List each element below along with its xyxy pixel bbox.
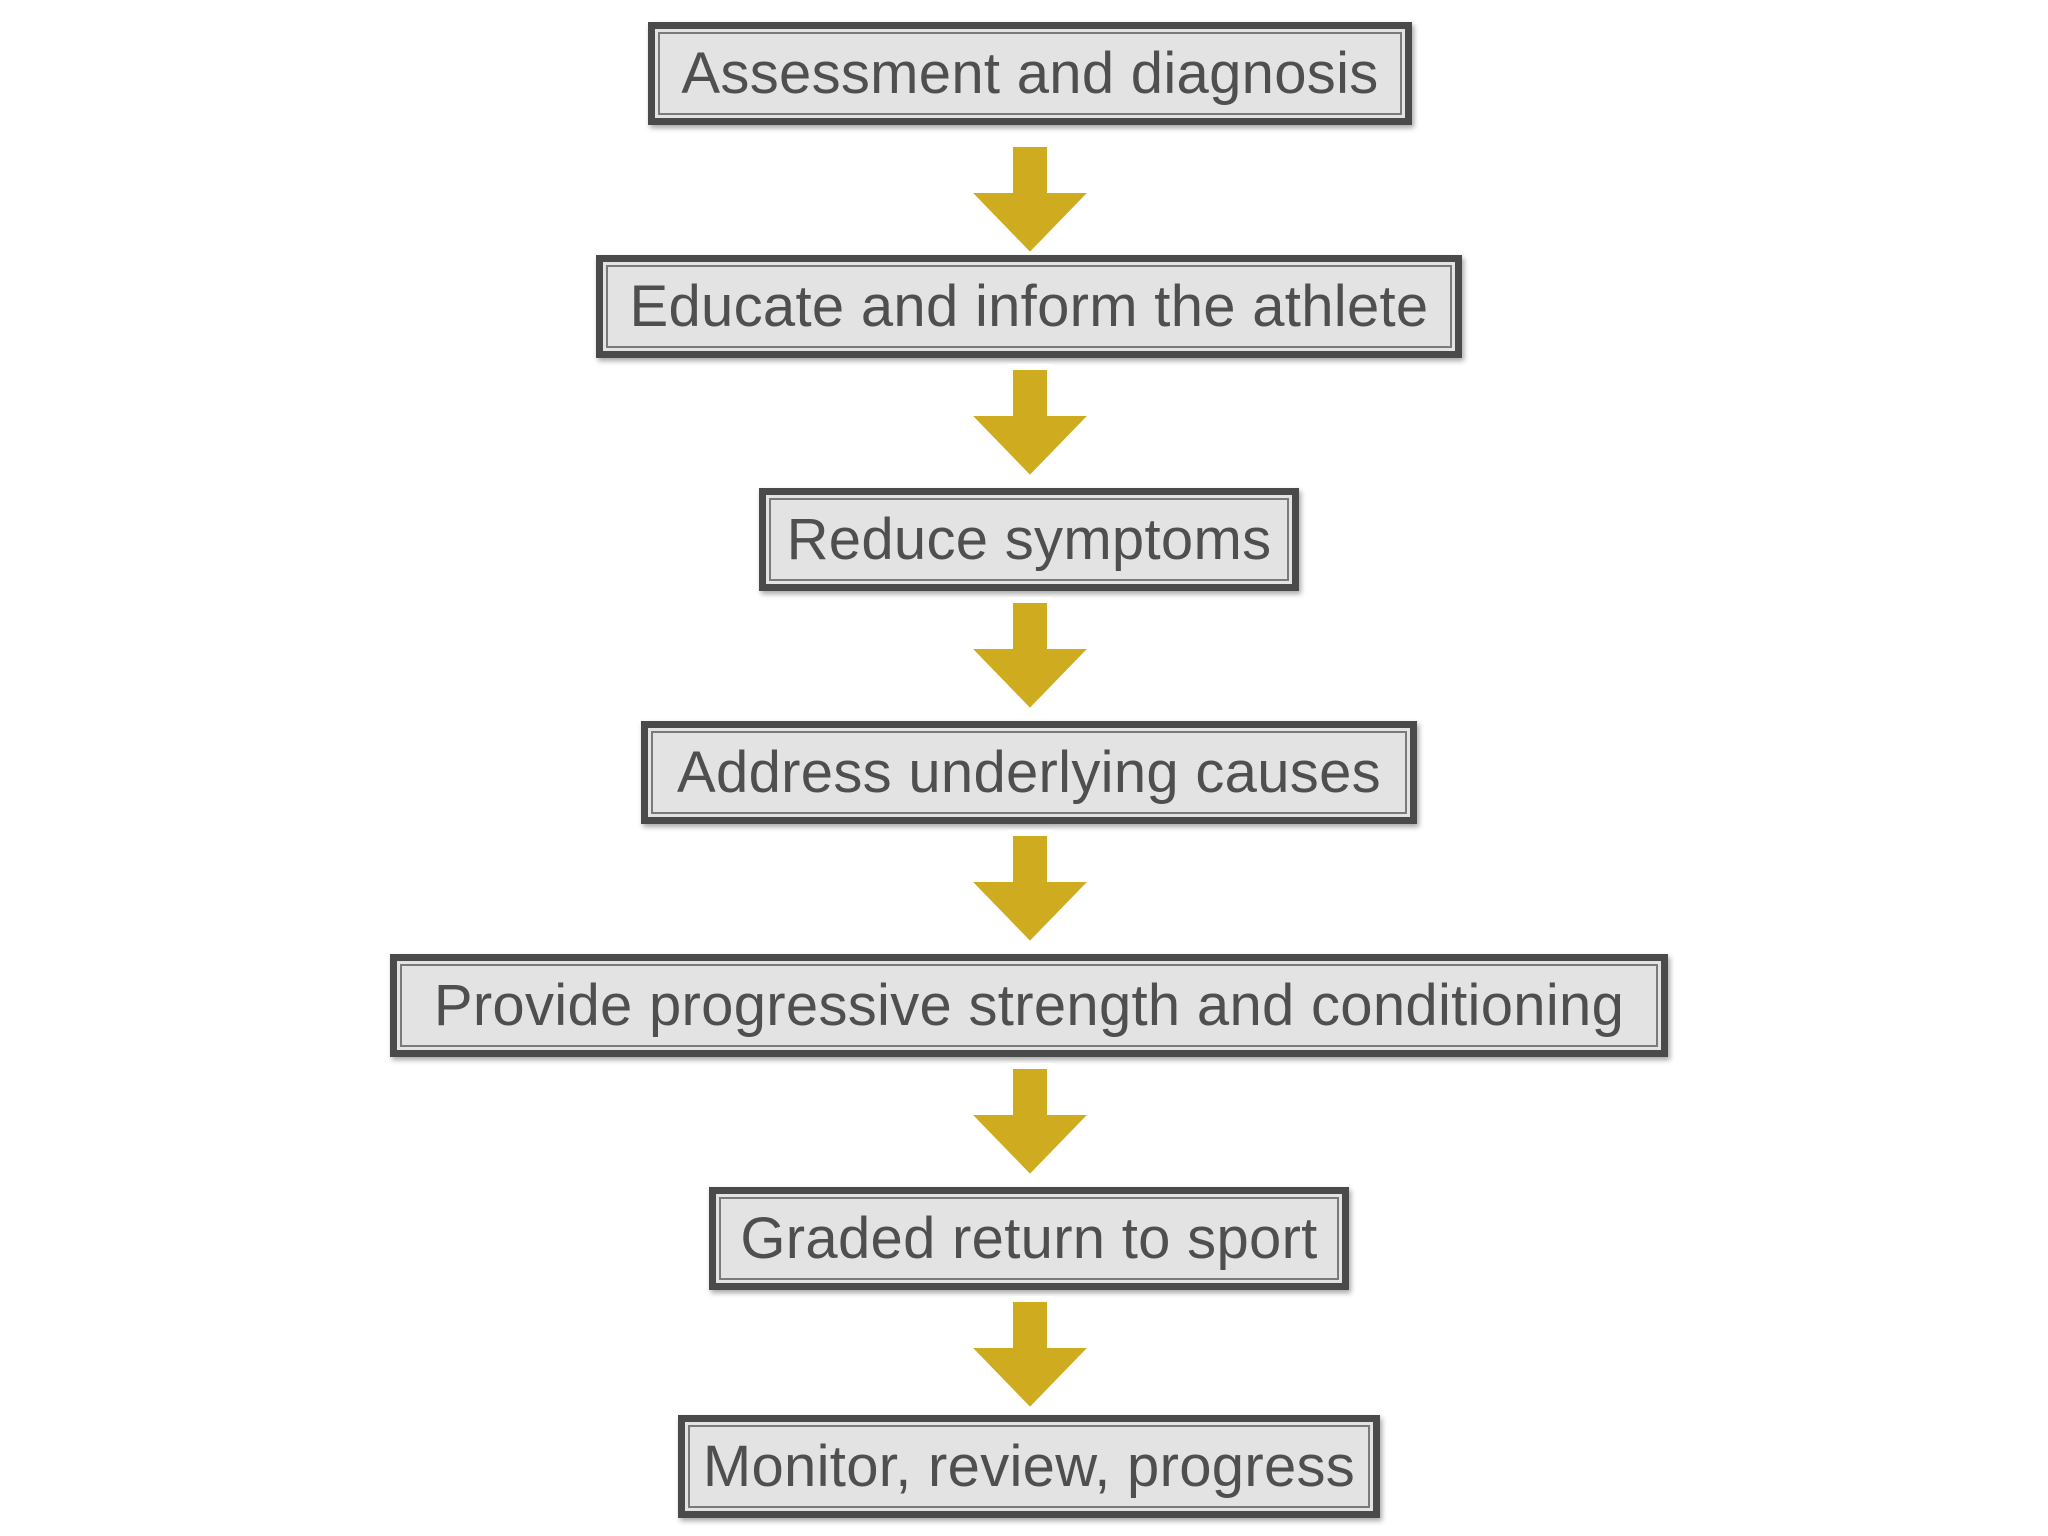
step-label: Monitor, review, progress [702, 1434, 1356, 1499]
step-label: Assessment and diagnosis [681, 41, 1379, 106]
down-arrow-icon [960, 364, 1100, 483]
step-label: Address underlying causes [677, 740, 1381, 805]
down-arrow-icon [960, 1296, 1100, 1415]
step-assessment-box: Assessment and diagnosis [648, 22, 1412, 125]
step-return-to-sport-box: Graded return to sport [709, 1187, 1349, 1290]
down-arrow-icon [960, 141, 1100, 260]
down-arrow-icon [960, 1063, 1100, 1182]
step-label: Reduce symptoms [786, 507, 1272, 572]
down-arrow-icon [960, 597, 1100, 716]
step-label: Educate and inform the athlete [629, 274, 1429, 339]
step-label: Graded return to sport [740, 1206, 1318, 1271]
step-underlying-causes-box: Address underlying causes [641, 721, 1417, 824]
step-label: Provide progressive strength and conditi… [433, 973, 1625, 1038]
step-reduce-symptoms-box: Reduce symptoms [759, 488, 1299, 591]
down-arrow-icon [960, 830, 1100, 949]
step-strength-conditioning-box: Provide progressive strength and conditi… [390, 954, 1668, 1057]
step-monitor-review-box: Monitor, review, progress [678, 1415, 1380, 1518]
step-educate-box: Educate and inform the athlete [596, 255, 1462, 358]
